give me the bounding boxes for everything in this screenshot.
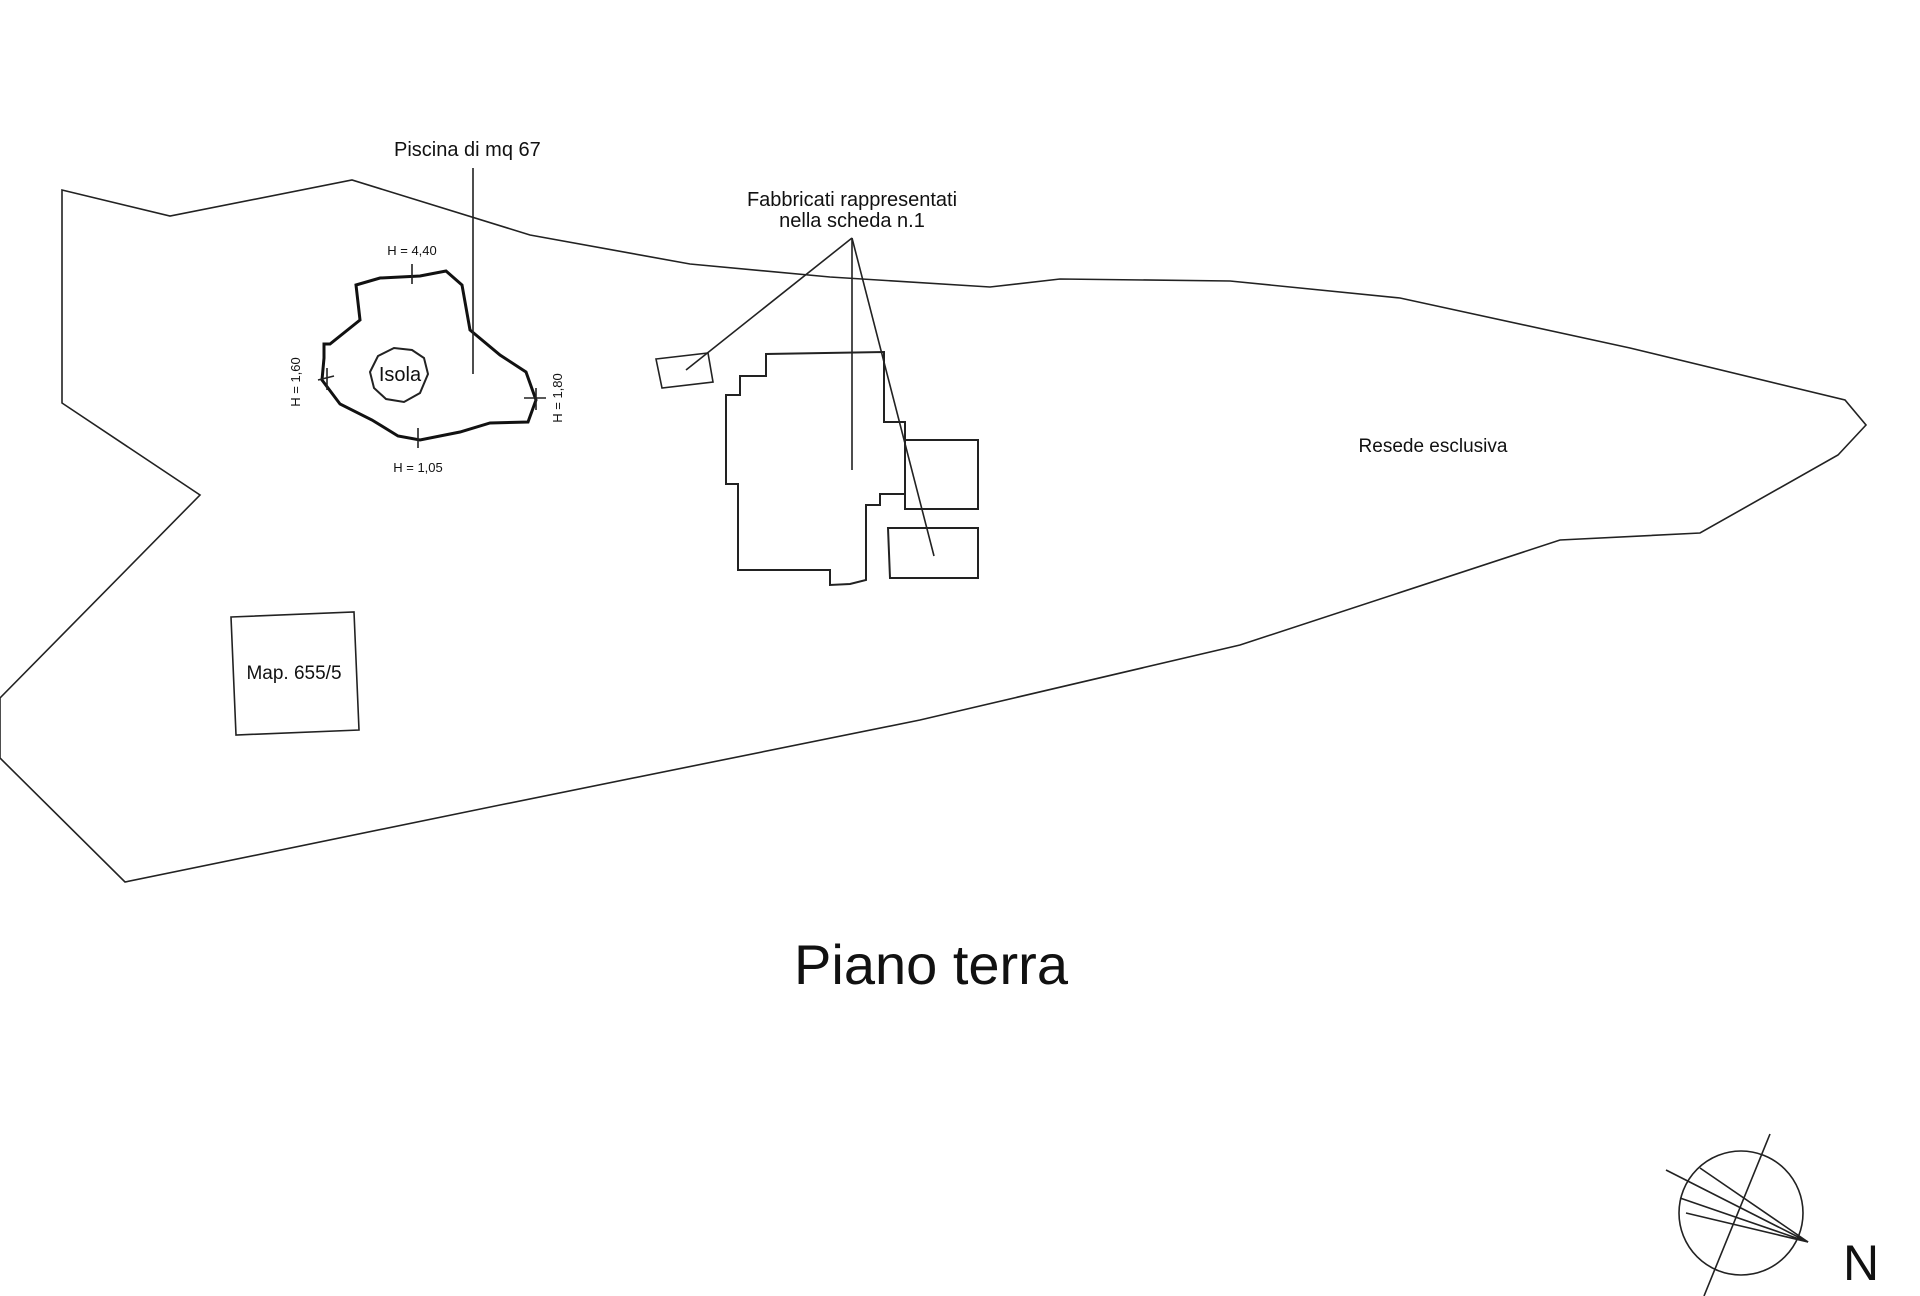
island-label: Isola (379, 364, 422, 386)
garage (886, 527, 979, 579)
property-boundary (0, 179, 1868, 883)
map-parcel-square (230, 611, 360, 736)
height-left-label: H = 1,60 (288, 357, 303, 407)
height-ticks (317, 264, 546, 448)
map-ref-label: Map. 655/5 (246, 663, 341, 684)
island-outline (368, 346, 430, 404)
resede-label: Resede esclusiva (1359, 436, 1508, 457)
height-top-label: H = 4,40 (387, 243, 437, 258)
north-label: N (1843, 1235, 1879, 1291)
pool-label: Piscina di mq 67 (394, 139, 541, 161)
main-building (725, 350, 906, 587)
height-bottom-label: H = 1,05 (393, 460, 443, 475)
north-arrow-icon (1665, 1133, 1809, 1296)
small-shed (655, 352, 714, 389)
buildings-label-line1: Fabbricati rappresentati (747, 189, 957, 211)
pool-outline (320, 269, 538, 442)
buildings-label-line2: nella scheda n.1 (779, 210, 925, 232)
buildings-leader-lines (685, 237, 935, 557)
height-right-label: H = 1,80 (550, 373, 565, 423)
floor-title: Piano terra (794, 933, 1069, 996)
building-annex (904, 439, 979, 510)
